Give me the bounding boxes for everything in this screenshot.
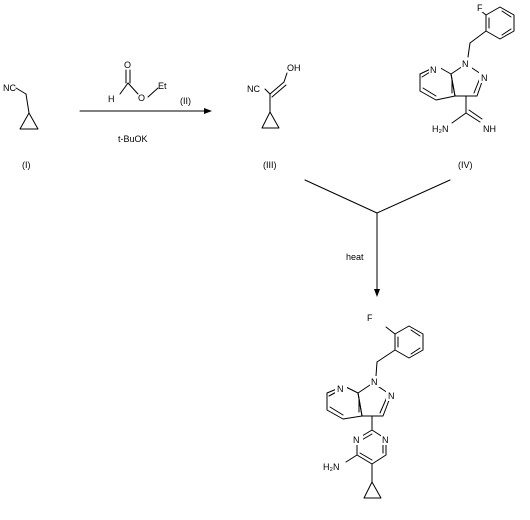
- conditions-step2: heat: [346, 252, 364, 262]
- compound-iv-label: (IV): [458, 160, 473, 170]
- product-structure: F N N N N N H₂N: [323, 310, 424, 499]
- product-n2-text: N: [388, 391, 395, 401]
- product-n1-text: N: [371, 377, 378, 387]
- compound-i-nitrile-text: NC: [3, 83, 16, 93]
- product-f-text: F: [367, 313, 373, 323]
- reagent-ii-o-text: O: [138, 93, 145, 103]
- combining-arrow: [304, 179, 451, 297]
- compound-iii-nitrile-text: NC: [247, 84, 260, 94]
- compound-iv-n2-text: N: [481, 73, 488, 83]
- conditions-step1: t-BuOK: [118, 134, 148, 144]
- product-pyrimidine-n1-text: N: [353, 435, 360, 445]
- reagent-ii-o-carbonyl: O: [124, 60, 131, 70]
- compound-iii-label: (III): [263, 160, 277, 170]
- compound-iv-f-text: F: [477, 3, 483, 13]
- reagent-ii-et-text: Et: [158, 81, 167, 91]
- compound-iii-structure: NC OH: [247, 63, 301, 129]
- compound-iv-structure: F N N N H₂N NH: [419, 0, 515, 134]
- product-pyrimidine-n3-text: N: [382, 435, 389, 445]
- compound-iv-n7-text: N: [430, 65, 437, 75]
- compound-iv-n1-text: N: [462, 59, 469, 69]
- product-nh2-text: H₂N: [323, 462, 340, 472]
- compound-iii-hydroxyl-text: OH: [287, 63, 301, 73]
- compound-iv-nh2-text: H₂N: [432, 124, 449, 134]
- reaction-arrow-1: [79, 108, 212, 114]
- compound-i-label: (I): [22, 160, 31, 170]
- reagent-ii-label: (II): [180, 96, 191, 106]
- reagent-ii-structure: N O H O Et: [108, 60, 167, 104]
- compound-i-structure: NC: [3, 83, 39, 130]
- compound-iv-nh-text: NH: [483, 124, 496, 134]
- reagent-ii-h-text: H: [108, 94, 115, 104]
- product-n7-text: N: [337, 384, 344, 394]
